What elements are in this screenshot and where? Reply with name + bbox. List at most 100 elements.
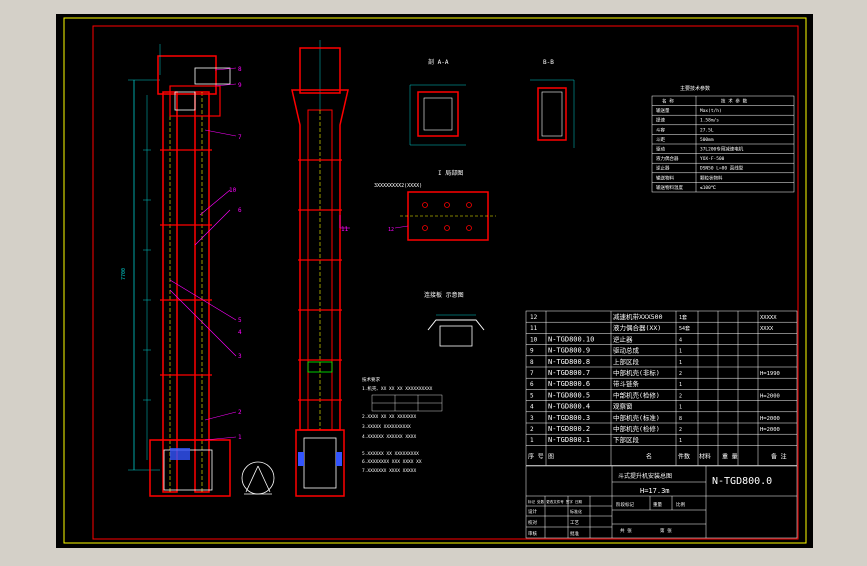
callout-8: 8 — [238, 66, 242, 73]
sheet-total: 共 张 — [620, 527, 632, 534]
bom-cell-no: 3 — [530, 415, 534, 422]
callout-2: 2 — [238, 409, 242, 416]
callout-7: 7 — [238, 134, 242, 141]
note-line-6: 6.XXXXXXXX XXX XXXX XX — [362, 459, 422, 465]
bom-cell-qty: 54套 — [679, 325, 690, 332]
view-i-detail: I 局部图 3XXXXXXXX2(XXXX) 12 — [374, 169, 496, 241]
callout-9: 9 — [238, 82, 242, 89]
section-bb-title: B-B — [543, 59, 554, 66]
callout-4: 4 — [238, 329, 242, 336]
bom-cell-remark: XXXXX — [760, 315, 777, 321]
weight-label: 重量 — [653, 501, 662, 508]
sheet-index: 第 张 — [660, 527, 672, 534]
bom-cell-name: 液力偶合器(XX) — [613, 323, 661, 332]
spec-row-value: 1.58m/s — [700, 118, 719, 124]
bom-cell-qty: 4 — [679, 337, 682, 343]
spec-row-name: 提速 — [656, 117, 665, 124]
note-line-5: 5.XXXXXX XX XXXXXXXXX — [362, 451, 419, 457]
joint-view-title: 连接板 示意图 — [424, 291, 464, 299]
spec-row-name: 液力偶合器 — [656, 155, 679, 162]
spec-row-value: 27.5L — [700, 127, 714, 133]
bom-cell-code: N-TGD800.8 — [548, 358, 590, 366]
bom-cell-name: 中部机壳(检修) — [613, 390, 660, 399]
note-line-3: 3.XXXXX XXXXXXXXXX — [362, 424, 411, 430]
spec-row-value: 37L200专用减速电机 — [700, 146, 744, 153]
title-block: 斗式提升机安装总图 H=17.3m N-TGD800.0 标记 处数 更改文件号… — [525, 465, 798, 539]
role-review: 审核 — [528, 530, 537, 537]
view-i-title: I 局部图 — [438, 169, 463, 177]
bom-cell-qty: 2 — [679, 393, 682, 399]
bom-cell-no: 12 — [530, 314, 538, 321]
spec-row-value: 500mm — [700, 137, 714, 143]
bom-cell-code: N-TGD800.2 — [548, 425, 590, 433]
elevator-height: H=17.3m — [640, 487, 670, 495]
bom-cell-code: N-TGD800.7 — [548, 369, 590, 377]
spec-row-name: 输送物料温度 — [656, 184, 683, 191]
drawing-number: N-TGD800.0 — [712, 476, 772, 487]
bom-cell-name: 带斗链条 — [613, 379, 640, 388]
spec-row-name: 输送量 — [656, 107, 670, 114]
spec-header-value: 技 术 参 数 — [721, 98, 748, 105]
bom-header-remark: 备 注 — [771, 452, 787, 460]
callout-3: 3 — [238, 353, 242, 360]
role-process: 工艺 — [570, 520, 579, 526]
technical-notes: 技术要求 1.机壳、XX XX XX XXXXXXXXXX 2.XXXX XX … — [362, 376, 443, 474]
outer-frame — [63, 17, 807, 544]
inner-border — [92, 25, 799, 540]
spec-row-value: Max(t/h) — [700, 108, 722, 114]
spec-row-value: DSN50 L=80 直线型 — [700, 165, 744, 172]
note-line-2: 2.XXXX XX XX XXXXXXX — [362, 414, 416, 420]
spec-row-name: 输送物料 — [656, 174, 674, 181]
note-line-4: 4.XXXXXX XXXXXX XXXX — [362, 434, 416, 440]
bom-cell-no: 6 — [530, 381, 534, 388]
bom-cell-code: N-TGD800.6 — [548, 380, 590, 388]
bom-cell-remark: XXXX — [760, 326, 774, 332]
bom-cell-qty: 2 — [679, 427, 682, 433]
spec-row-name: 斗容 — [656, 126, 665, 133]
callout-6: 6 — [238, 207, 242, 214]
bom-cell-code: N-TGD800.1 — [548, 436, 590, 444]
section-bb: B-B — [530, 59, 575, 148]
note-line-7: 7.XXXXXXX XXXX XXXXX — [362, 468, 416, 474]
bom-cell-no: 11 — [530, 325, 538, 332]
spec-row-value: ≤100℃ — [700, 185, 717, 191]
bom-cell-qty: 1 — [679, 382, 682, 388]
bom-cell-qty: 2 — [679, 371, 682, 377]
bom-header-name: 名 — [646, 452, 652, 460]
role-approve: 批准 — [570, 530, 579, 537]
overall-dimension-label: 7700 — [121, 268, 127, 280]
bom-cell-no: 7 — [530, 370, 534, 377]
callout-10: 10 — [229, 187, 237, 194]
bom-header-code: 图 — [548, 453, 554, 460]
front-elevation: 7700 — [121, 44, 275, 497]
spec-row-value: YOX-F-500 — [700, 156, 725, 162]
bom-cell-code: N-TGD800.5 — [548, 391, 590, 399]
bom-cell-no: 1 — [530, 437, 534, 444]
section-aa: 剖 A-A — [409, 58, 466, 146]
bom-cell-qty: 1 — [679, 438, 682, 444]
bom-cell-remark: H=2000 — [760, 416, 780, 422]
bom-cell-name: 上部区段 — [613, 357, 640, 366]
bom-cell-no: 9 — [530, 348, 534, 355]
spec-row-name: 斗距 — [656, 137, 665, 143]
scale-label: 比例 — [676, 501, 685, 508]
spec-row-name: 逆止器 — [656, 165, 670, 172]
bom-cell-qty: 1套 — [679, 314, 687, 321]
bom-cell-code: N-TGD800.9 — [548, 347, 590, 355]
change-header: 标记 处数 更改文件号 签字 日期 — [528, 499, 582, 504]
bom-cell-name: 逆止器 — [613, 334, 633, 343]
section-aa-title: 剖 A-A — [428, 58, 449, 66]
bom-header-material: 材料 — [699, 452, 711, 460]
bom-cell-no: 8 — [530, 359, 534, 366]
joint-plate-view: 连接板 示意图 — [424, 291, 485, 347]
bom-cell-qty: 1 — [679, 360, 682, 366]
bom-cell-remark: H=2000 — [760, 427, 780, 433]
side-elevation: 11 — [291, 40, 350, 497]
bom-cell-no: 4 — [530, 404, 534, 411]
bom-cell-name: 中部机壳(标准) — [613, 413, 660, 422]
bom-cell-name: 驱动总成 — [613, 346, 640, 355]
